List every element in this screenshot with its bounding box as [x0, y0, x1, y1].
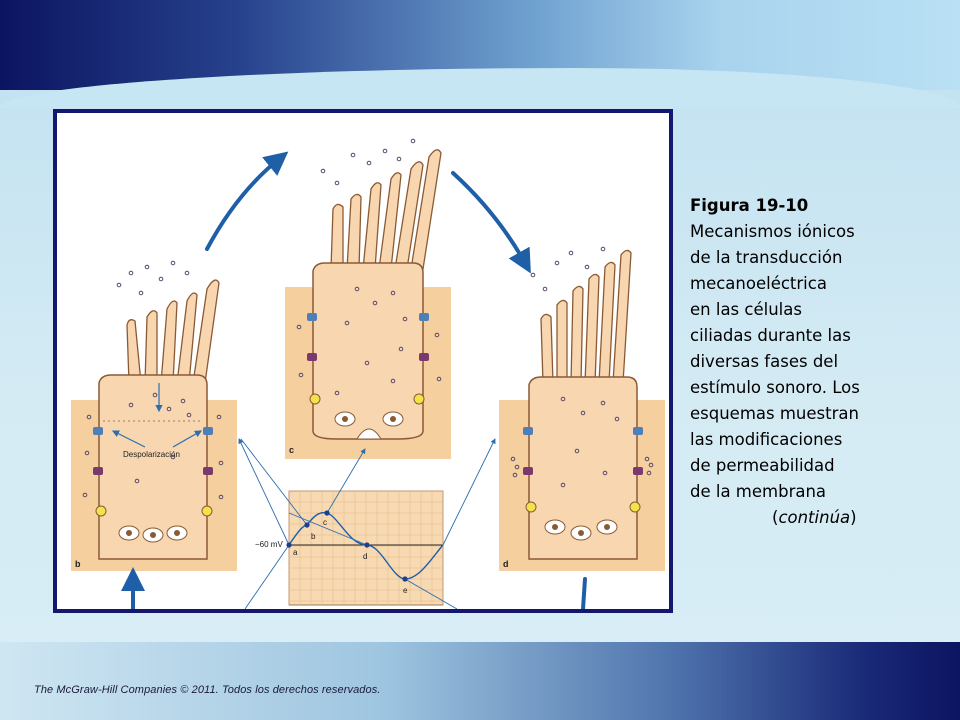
channel-icon [93, 467, 103, 475]
graph-point-c [324, 510, 330, 516]
figure-caption: Figura 19-10 Mecanismos iónicos de la tra… [690, 193, 920, 531]
panel-label-b: b [75, 559, 81, 569]
channel-icon [419, 313, 429, 321]
graph-point-label: a [293, 548, 298, 557]
graph-lines [238, 438, 496, 610]
graph-point-label: e [403, 586, 408, 595]
footer-band [0, 642, 960, 720]
channel-icon [95, 505, 107, 517]
stereocilia-c [330, 149, 442, 270]
caption-line: de permeabilidad [690, 456, 835, 475]
channel-icon [413, 393, 425, 405]
caption-line: estímulo sonoro. Los [690, 378, 860, 397]
voltage-label: −60 mV [255, 540, 283, 549]
caption-line: de la membrana [690, 482, 827, 501]
caption-line: mecanoeléctrica [690, 274, 827, 293]
channel-icon [525, 501, 537, 513]
channel-icon [523, 427, 533, 435]
caption-title: Figura 19-10 [690, 196, 809, 215]
panel-label-c: c [289, 445, 294, 455]
caption-line: diversas fases del [690, 352, 839, 371]
channel-icon [633, 467, 643, 475]
graph-point-label: d [363, 552, 367, 561]
panel-b: Despolarización b [71, 241, 237, 571]
cycle-arrows [121, 151, 587, 611]
stereocilia-d [540, 249, 632, 384]
caption-line: de la transducción [690, 248, 843, 267]
graph-point-label: b [311, 532, 316, 541]
caption-line: las modificaciones [690, 430, 843, 449]
channel-icon [633, 427, 643, 435]
graph-point-a [286, 542, 292, 548]
header-band [0, 0, 960, 108]
cell-body-c [312, 262, 424, 440]
panel-c: c [285, 129, 451, 459]
panel-label-d: d [503, 559, 509, 569]
channel-icon [203, 467, 213, 475]
graph-point-d [364, 542, 370, 548]
caption-continued: (continúa) [772, 508, 857, 527]
caption-line: Mecanismos iónicos [690, 222, 855, 241]
channel-icon [93, 427, 103, 435]
cell-body-d [528, 376, 638, 560]
graph-point-e [402, 576, 408, 582]
channel-icon [419, 353, 429, 361]
caption-line: ciliadas durante las [690, 326, 851, 345]
hair-cell-diagram: Despolarización b [71, 129, 665, 611]
caption-line: esquemas muestran [690, 404, 859, 423]
graph-point-b [304, 522, 310, 528]
channel-icon [203, 427, 213, 435]
channel-icon [307, 313, 317, 321]
depolarization-label: Despolarización [123, 450, 180, 459]
channel-icon [307, 353, 317, 361]
panel-d: d [499, 241, 665, 571]
figure-frame: Despolarización b [53, 109, 673, 613]
channel-icon [201, 505, 213, 517]
copyright-notice: The McGraw-Hill Companies © 2011. Todos … [34, 684, 381, 696]
channel-icon [629, 501, 641, 513]
stereocilia-b [126, 279, 220, 384]
channel-icon [309, 393, 321, 405]
caption-body: Mecanismos iónicos de la transducción meca… [690, 219, 920, 505]
channel-icon [523, 467, 533, 475]
graph-point-label: c [323, 518, 327, 527]
caption-line: en las células [690, 300, 802, 319]
